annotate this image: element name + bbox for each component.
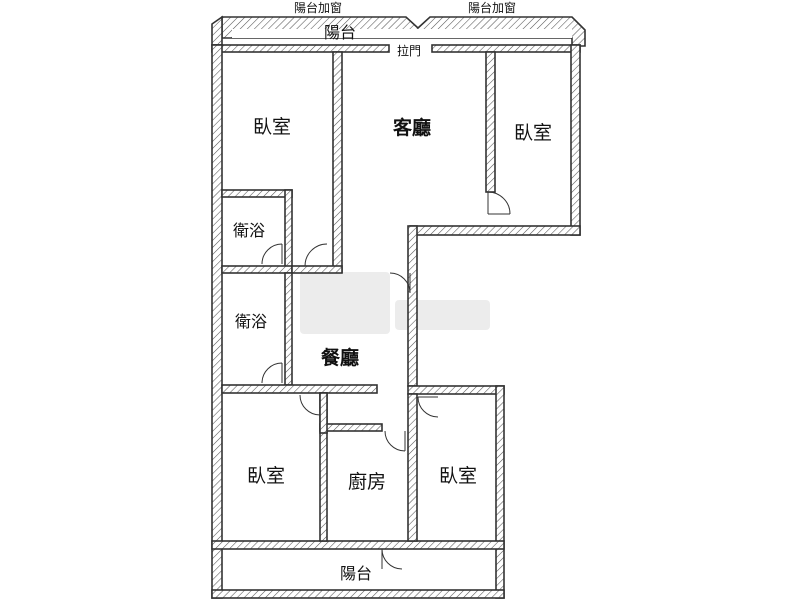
bathroom-upper-label: 衛浴 bbox=[233, 221, 265, 240]
watermark bbox=[300, 272, 490, 334]
bedroom-bottom-left-label: 臥室 bbox=[247, 465, 285, 487]
sliding-door-label: 拉門 bbox=[397, 43, 421, 58]
bedroom-bottom-right-label: 臥室 bbox=[439, 465, 477, 487]
living-room-label: 客廳 bbox=[393, 116, 431, 139]
bottom-balcony-label: 陽台 bbox=[340, 564, 372, 583]
dining-room-label: 餐廳 bbox=[321, 346, 359, 369]
top-balcony-wall bbox=[211, 15, 586, 47]
bedroom-top-right-label: 臥室 bbox=[514, 122, 552, 144]
bathroom-lower-label: 衛浴 bbox=[235, 312, 267, 331]
top-balcony-label: 陽台 bbox=[324, 23, 356, 42]
interior-walls bbox=[221, 51, 496, 542]
balcony-window-label-left: 陽台加窗 bbox=[294, 0, 342, 15]
kitchen-label: 廚房 bbox=[348, 470, 386, 493]
doors bbox=[261, 191, 511, 570]
balcony-window-label-right: 陽台加窗 bbox=[468, 0, 516, 15]
bedroom-top-left-label: 臥室 bbox=[253, 116, 291, 138]
exterior-walls bbox=[211, 44, 581, 599]
